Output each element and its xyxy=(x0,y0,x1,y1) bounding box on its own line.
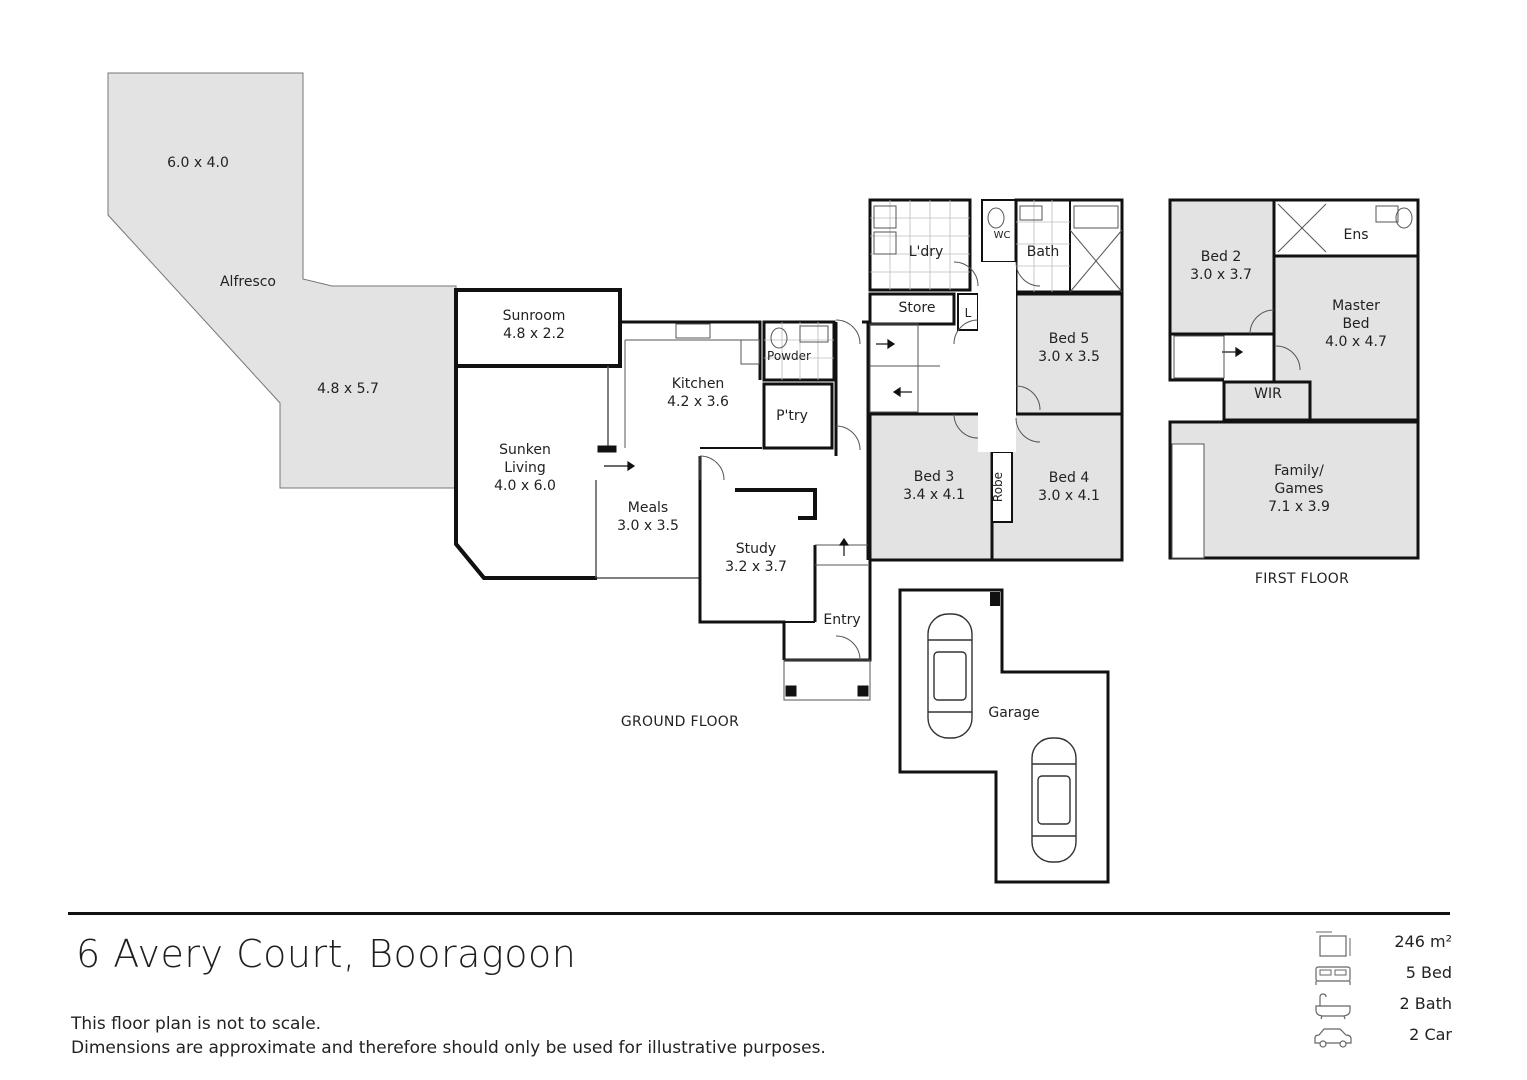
sunroom-dims: 4.8 x 2.2 xyxy=(503,326,565,342)
linen-label: L xyxy=(965,306,972,320)
car-icon xyxy=(1314,1028,1352,1048)
bed2-room xyxy=(1168,198,1276,336)
porch xyxy=(783,659,871,701)
sunken-living-label: Sunken xyxy=(499,442,551,458)
door-swings-ground xyxy=(699,261,1041,661)
alfresco-area xyxy=(107,72,457,489)
study-walls xyxy=(698,456,786,660)
bed5-label: Bed 5 xyxy=(1049,331,1089,347)
ground-room-labels: Sunroom 4.8 x 2.2 Sunken Living 4.0 x 6.… xyxy=(494,230,1100,721)
bed3-dims: 3.4 x 4.1 xyxy=(903,487,965,503)
entry-label: Entry xyxy=(823,612,860,628)
tile-pattern xyxy=(764,200,1070,380)
master-bed-label: Master xyxy=(1332,298,1380,314)
bath-label: Bath xyxy=(1027,244,1060,260)
kitchen-dims: 4.2 x 3.6 xyxy=(667,394,729,410)
car-icon xyxy=(1031,737,1077,863)
sunroom-room xyxy=(454,288,622,368)
first-floor xyxy=(1168,198,1420,560)
meals-dims: 3.0 x 3.5 xyxy=(617,518,679,534)
powder-room xyxy=(762,320,836,382)
master-bed-dims: 4.0 x 4.7 xyxy=(1325,334,1387,350)
alfresco-labels: 6.0 x 4.0 Alfresco 4.8 x 5.7 xyxy=(167,155,379,397)
bed4-dims: 3.0 x 4.1 xyxy=(1038,488,1100,504)
bed-icon xyxy=(1315,966,1351,985)
master-bed-label: Bed xyxy=(1342,316,1369,332)
bed5-dims: 3.0 x 3.5 xyxy=(1038,349,1100,365)
pantry-room xyxy=(762,382,834,450)
property-stats: 246 m² 5 Bed 2 Bath 2 Car xyxy=(1306,928,1452,1052)
bed2-dims: 3.0 x 3.7 xyxy=(1190,267,1252,283)
sunken-living-label: Living xyxy=(504,460,546,476)
beds-value: 5 Bed xyxy=(1405,963,1452,982)
car-icon xyxy=(927,613,973,739)
powder-label: Powder xyxy=(767,349,811,363)
area-icon xyxy=(1316,931,1351,957)
area-value: 246 m² xyxy=(1394,932,1452,951)
property-address: 6 Avery Court, Booragoon xyxy=(76,932,577,976)
door-swings-first xyxy=(1249,309,1301,371)
baths-value: 2 Bath xyxy=(1399,994,1452,1013)
wir-room xyxy=(1222,380,1312,422)
ensuite-label: Ens xyxy=(1343,227,1368,243)
sunroom-label: Sunroom xyxy=(503,308,566,324)
study-dims: 3.2 x 3.7 xyxy=(725,559,787,575)
footer-divider xyxy=(68,912,1450,915)
floor-plan-drawing: 6.0 x 4.0 Alfresco 4.8 x 5.7 Sunroom 4.8… xyxy=(107,72,1420,884)
family-games-label: Family/ xyxy=(1274,463,1324,479)
stat-beds: 5 Bed xyxy=(1306,959,1452,990)
alfresco-lower-dims: 4.8 x 5.7 xyxy=(317,381,379,397)
stat-baths: 2 Bath xyxy=(1306,990,1452,1021)
first-room-labels: Bed 2 3.0 x 3.7 Ens Master Bed 4.0 x 4.7… xyxy=(1190,227,1387,515)
stat-cars: 2 Car xyxy=(1306,1021,1452,1052)
bed3-room xyxy=(868,412,994,562)
study-label: Study xyxy=(736,541,776,557)
store-label: Store xyxy=(898,300,935,316)
disclaimer-line: Dimensions are approximate and therefore… xyxy=(71,1038,826,1058)
bath-icon xyxy=(1315,993,1351,1020)
wir-label: WIR xyxy=(1254,386,1282,402)
stairs-ground xyxy=(869,323,919,413)
bed2-label: Bed 2 xyxy=(1201,249,1241,265)
stat-area: 246 m² xyxy=(1306,928,1452,959)
ground-floor xyxy=(454,198,1124,884)
garage-label: Garage xyxy=(988,705,1039,721)
laundry-label: L'dry xyxy=(909,244,944,260)
stairs-first xyxy=(1173,335,1225,379)
bed3-label: Bed 3 xyxy=(914,469,954,485)
disclaimer: This floor plan is not to scale. Dimensi… xyxy=(71,1012,826,1060)
robe-label: Robe xyxy=(991,472,1005,502)
entry-walls xyxy=(784,560,872,662)
alfresco-label: Alfresco xyxy=(220,274,276,290)
kitchen-label: Kitchen xyxy=(672,376,725,392)
pantry-label: P'try xyxy=(776,408,808,424)
family-games-dims: 7.1 x 3.9 xyxy=(1268,499,1330,515)
bed4-label: Bed 4 xyxy=(1049,470,1090,486)
alfresco-upper-dims: 6.0 x 4.0 xyxy=(167,155,229,171)
family-games-label: Games xyxy=(1275,481,1324,497)
meals-label: Meals xyxy=(628,500,668,516)
wc-label: WC xyxy=(994,230,1011,241)
sunken-living-dims: 4.0 x 6.0 xyxy=(494,478,556,494)
laundry-room xyxy=(868,198,972,292)
ground-floor-title: GROUND FLOOR xyxy=(621,714,739,730)
fixtures xyxy=(675,203,1413,365)
family-room xyxy=(1168,420,1420,560)
cars-value: 2 Car xyxy=(1409,1025,1452,1044)
disclaimer-line: This floor plan is not to scale. xyxy=(71,1014,322,1034)
first-floor-title: FIRST FLOOR xyxy=(1255,571,1349,587)
